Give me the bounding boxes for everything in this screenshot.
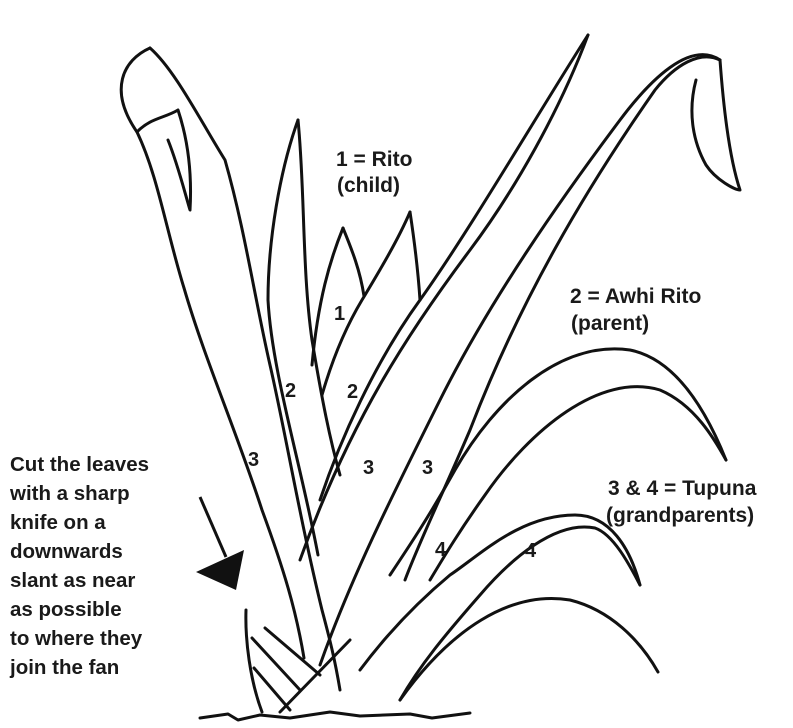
child-leaf-left-inner — [343, 228, 364, 296]
cut-arrow-head — [196, 550, 244, 590]
instruction-line: with a sharp — [9, 482, 130, 505]
label-tupuna-line2: (grandparents) — [606, 504, 754, 527]
cut-arrow — [196, 497, 244, 590]
leaf-number: 3 — [363, 457, 374, 479]
left-curled-leaf-inner — [150, 48, 340, 690]
right-curled-leaf-inner — [405, 57, 720, 580]
cutting-instructions: Cut the leaves with a sharp knife on a d… — [9, 453, 149, 679]
leaf-number: 3 — [248, 449, 259, 471]
leaf-number: 3 — [422, 457, 433, 479]
label-rito-line2: (child) — [337, 174, 400, 197]
legend-labels: 1 = Rito (child) 2 = Awhi Rito (parent) … — [336, 148, 757, 527]
center-tall-leaf-inner — [300, 35, 588, 560]
instruction-line: as possible — [10, 598, 122, 621]
center-tall-leaf — [320, 35, 588, 500]
right-curled-leaf-tip — [692, 60, 740, 190]
cut-arrow-shaft — [200, 497, 226, 557]
instruction-line: join the fan — [9, 656, 119, 679]
instruction-line: Cut the leaves — [10, 453, 149, 476]
label-tupuna-line1: 3 & 4 = Tupuna — [608, 477, 757, 500]
left-parent-leaf-inner — [298, 120, 340, 475]
grandparent-leaf-lower — [360, 515, 640, 670]
label-awhi-rito-line2: (parent) — [571, 312, 649, 335]
leaf-number: 4 — [525, 540, 537, 562]
instruction-line: knife on a — [10, 511, 106, 534]
leaf-number: 4 — [435, 539, 447, 561]
fan-base-weave-3 — [265, 628, 320, 675]
ground-line — [200, 712, 470, 720]
flax-plant-drawing — [121, 35, 740, 720]
instruction-line: downwards — [10, 540, 123, 563]
instruction-line: to where they — [10, 627, 143, 650]
leaf-number: 2 — [285, 380, 296, 402]
fan-base-left — [246, 610, 262, 712]
label-rito-line1: 1 = Rito — [336, 148, 412, 171]
leaf-number: 1 — [334, 303, 345, 325]
instruction-line: slant as near — [10, 569, 135, 592]
fan-base-weave-1 — [252, 638, 300, 690]
lower-right-leaf — [400, 598, 658, 700]
child-leaf-right-inner — [410, 212, 420, 300]
leaf-number: 2 — [347, 381, 358, 403]
label-awhi-rito-line1: 2 = Awhi Rito — [570, 285, 701, 308]
left-curled-leaf-tip — [137, 110, 191, 210]
